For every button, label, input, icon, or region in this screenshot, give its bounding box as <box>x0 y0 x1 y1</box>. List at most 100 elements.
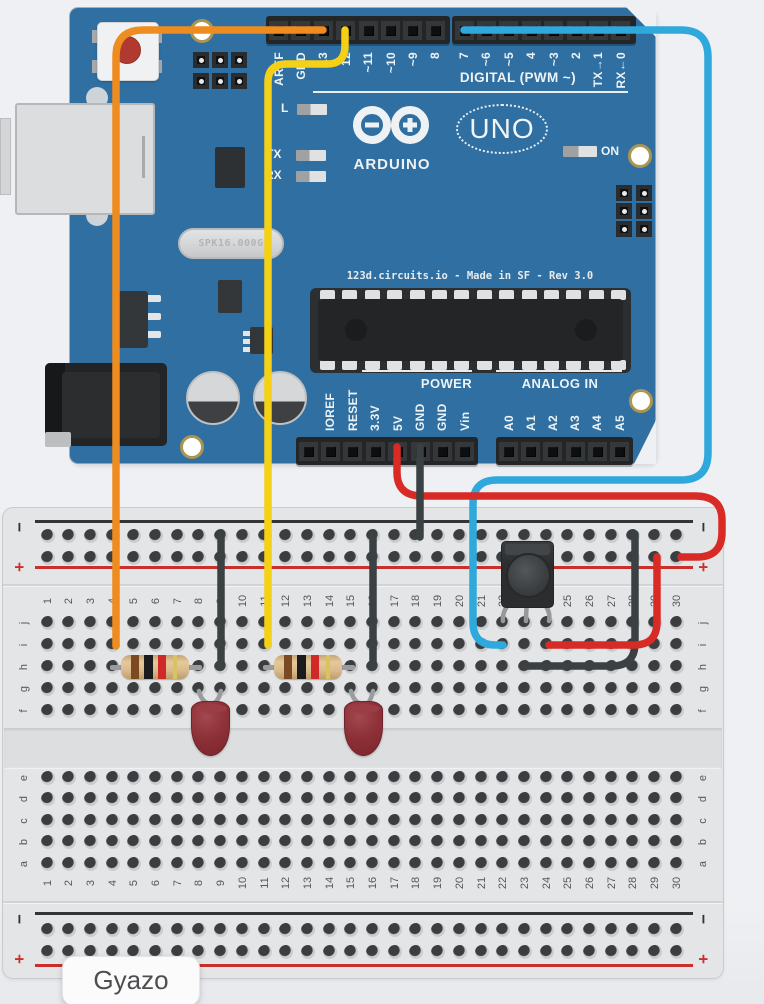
breadboard-hole[interactable] <box>257 771 272 785</box>
breadboard-hole[interactable] <box>149 551 163 565</box>
breadboard-hole[interactable] <box>604 551 619 565</box>
breadboard-hole[interactable] <box>387 704 402 718</box>
breadboard-hole[interactable] <box>83 616 98 630</box>
breadboard-hole[interactable] <box>669 682 684 696</box>
wire-5v-red[interactable] <box>393 443 726 561</box>
breadboard-hole[interactable] <box>83 638 98 652</box>
breadboard-hole[interactable] <box>40 682 55 696</box>
breadboard-hole[interactable] <box>192 945 207 959</box>
breadboard-hole[interactable] <box>604 682 619 696</box>
breadboard-hole[interactable] <box>127 682 142 696</box>
breadboard-hole[interactable] <box>539 704 554 718</box>
breadboard-hole[interactable] <box>322 814 337 828</box>
header-pin[interactable] <box>543 441 563 461</box>
breadboard-hole[interactable] <box>83 529 98 543</box>
header-pin[interactable] <box>365 441 385 461</box>
breadboard-hole[interactable] <box>474 792 489 806</box>
breadboard-hole[interactable] <box>431 835 446 849</box>
breadboard-hole[interactable] <box>452 529 467 543</box>
breadboard-hole[interactable] <box>344 923 359 937</box>
breadboard-hole[interactable] <box>409 792 424 806</box>
breadboard-hole[interactable] <box>279 857 294 871</box>
jumper-pos-col29[interactable] <box>545 553 661 649</box>
breadboard-hole[interactable] <box>669 771 684 785</box>
breadboard-hole[interactable] <box>149 704 163 718</box>
breadboard-hole[interactable] <box>626 945 641 959</box>
breadboard-hole[interactable] <box>583 792 597 806</box>
breadboard-hole[interactable] <box>170 792 185 806</box>
breadboard-hole[interactable] <box>583 704 597 718</box>
icsp-pin[interactable] <box>616 221 632 237</box>
breadboard-hole[interactable] <box>496 682 511 696</box>
breadboard-hole[interactable] <box>322 792 337 806</box>
breadboard-hole[interactable] <box>170 704 185 718</box>
breadboard-hole[interactable] <box>170 529 185 543</box>
breadboard-hole[interactable] <box>648 923 663 937</box>
breadboard-hole[interactable] <box>105 814 120 828</box>
breadboard-hole[interactable] <box>431 638 446 652</box>
breadboard-hole[interactable] <box>257 857 272 871</box>
breadboard-hole[interactable] <box>257 682 272 696</box>
breadboard-hole[interactable] <box>83 660 98 674</box>
breadboard-hole[interactable] <box>83 704 98 718</box>
breadboard-hole[interactable] <box>62 857 77 871</box>
breadboard-hole[interactable] <box>105 704 120 718</box>
breadboard-hole[interactable] <box>170 835 185 849</box>
header-pin[interactable] <box>381 20 400 40</box>
header-pin[interactable] <box>521 441 541 461</box>
breadboard-hole[interactable] <box>40 660 55 674</box>
breadboard-hole[interactable] <box>192 771 207 785</box>
breadboard-hole[interactable] <box>431 660 446 674</box>
breadboard-hole[interactable] <box>517 638 532 652</box>
breadboard-hole[interactable] <box>561 923 576 937</box>
breadboard-hole[interactable] <box>83 923 98 937</box>
breadboard-hole[interactable] <box>561 771 576 785</box>
breadboard-hole[interactable] <box>235 551 250 565</box>
breadboard-hole[interactable] <box>539 814 554 828</box>
breadboard-hole[interactable] <box>40 835 55 849</box>
breadboard-hole[interactable] <box>474 923 489 937</box>
breadboard-hole[interactable] <box>648 529 663 543</box>
breadboard-hole[interactable] <box>669 814 684 828</box>
breadboard-hole[interactable] <box>105 771 120 785</box>
breadboard-hole[interactable] <box>127 945 142 959</box>
header-pin[interactable] <box>455 441 475 461</box>
breadboard-hole[interactable] <box>561 682 576 696</box>
breadboard-hole[interactable] <box>561 616 576 630</box>
serial-header-pin[interactable] <box>212 52 228 68</box>
breadboard-hole[interactable] <box>496 857 511 871</box>
breadboard-hole[interactable] <box>387 660 402 674</box>
breadboard-hole[interactable] <box>192 529 207 543</box>
breadboard-hole[interactable] <box>322 923 337 937</box>
breadboard-hole[interactable] <box>279 616 294 630</box>
breadboard-hole[interactable] <box>669 945 684 959</box>
breadboard-hole[interactable] <box>409 835 424 849</box>
breadboard-hole[interactable] <box>539 945 554 959</box>
breadboard-hole[interactable] <box>409 638 424 652</box>
breadboard-hole[interactable] <box>214 771 229 785</box>
breadboard-hole[interactable] <box>127 616 142 630</box>
breadboard-hole[interactable] <box>83 551 98 565</box>
breadboard-hole[interactable] <box>214 945 229 959</box>
breadboard-hole[interactable] <box>235 792 250 806</box>
breadboard-hole[interactable] <box>474 551 489 565</box>
breadboard-hole[interactable] <box>83 792 98 806</box>
serial-header-pin[interactable] <box>231 52 247 68</box>
breadboard-hole[interactable] <box>452 771 467 785</box>
breadboard-hole[interactable] <box>192 835 207 849</box>
breadboard-hole[interactable] <box>300 814 315 828</box>
breadboard-hole[interactable] <box>300 529 315 543</box>
breadboard-hole[interactable] <box>452 704 467 718</box>
header-pin[interactable] <box>587 441 607 461</box>
breadboard-hole[interactable] <box>409 923 424 937</box>
breadboard-hole[interactable] <box>669 529 684 543</box>
breadboard-hole[interactable] <box>474 704 489 718</box>
breadboard-hole[interactable] <box>626 704 641 718</box>
header-pin[interactable] <box>565 441 585 461</box>
breadboard-hole[interactable] <box>62 682 77 696</box>
breadboard-hole[interactable] <box>127 704 142 718</box>
breadboard-hole[interactable] <box>387 616 402 630</box>
breadboard-hole[interactable] <box>604 923 619 937</box>
breadboard-hole[interactable] <box>40 638 55 652</box>
breadboard-hole[interactable] <box>235 945 250 959</box>
